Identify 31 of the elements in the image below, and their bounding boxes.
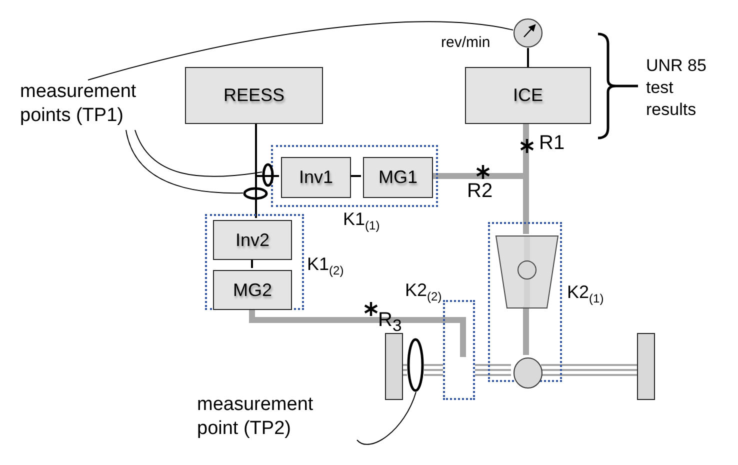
wire-line: [349, 175, 361, 177]
unit-label: rev/min: [441, 34, 490, 51]
group-label: K2$_{(2)}$: [405, 280, 442, 304]
motor-generator-box: MG2: [213, 270, 292, 310]
leader-line: [126, 130, 244, 194]
leader-line: [134, 130, 262, 177]
reference-point-label: R$_{3}$: [378, 309, 402, 336]
inverter-box: Inv2: [213, 220, 292, 260]
annotation-text: measurement point (TP2): [197, 393, 357, 443]
leader-line: [356, 392, 416, 445]
battery-box: REESS: [185, 67, 323, 124]
leader-line: [88, 21, 514, 80]
reference-point-label: R1: [539, 132, 565, 155]
motor-generator-box: MG1: [363, 157, 433, 198]
axle-line: [540, 364, 638, 376]
wire-line: [255, 124, 257, 218]
wire-line: [527, 48, 529, 67]
axle-line: [474, 364, 512, 376]
annotation-text: UNR 85 test results: [646, 55, 708, 121]
group-label: K1$_{(2)}$: [307, 254, 344, 278]
group-label: K1$_{(1)}$: [343, 209, 380, 233]
wire-line: [251, 258, 253, 268]
group-label: K2$_{(1)}$: [567, 282, 604, 306]
shaft-line: [523, 306, 529, 355]
engine-box: ICE: [465, 67, 591, 124]
inverter-box: Inv1: [281, 157, 351, 198]
shaft-line: [249, 308, 443, 323]
axle-line: [423, 364, 444, 376]
reference-point-label: R2: [467, 180, 493, 203]
axle-line: [402, 364, 408, 376]
annotation-text: measurement points (TP1): [20, 80, 180, 130]
